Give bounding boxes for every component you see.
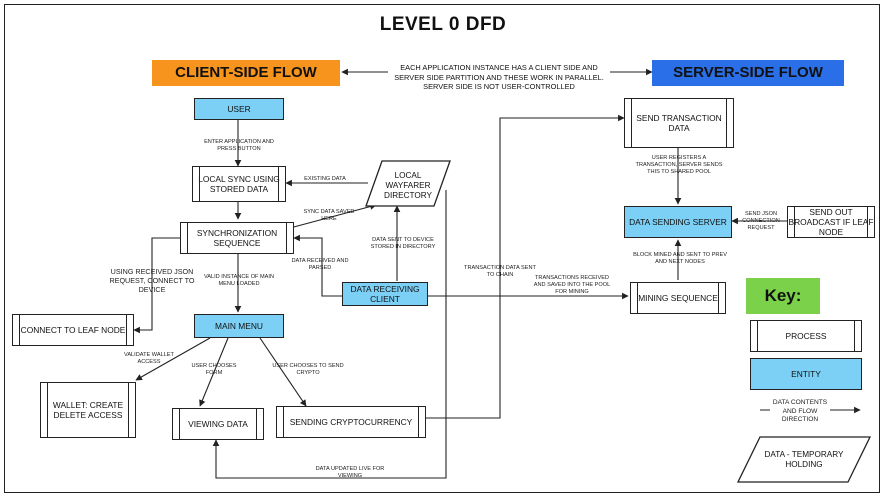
label-valid-instance: VALID INSTANCE OF MAIN MENU LOADED (203, 274, 275, 287)
label-json-request: USING RECEIVED JSON REQUEST, CONNECT TO … (109, 267, 195, 294)
flow-sync-saved (289, 203, 377, 229)
node-mining: MINING SEQUENCE (630, 282, 726, 314)
node-local-directory: LOCAL WAYFARER DIRECTORY (384, 171, 432, 200)
node-main-menu: MAIN MENU (194, 314, 284, 338)
label-data-updated: DATA UPDATED LIVE FOR VIEWING (315, 466, 385, 479)
node-data-sending: DATA SENDING SERVER (624, 206, 732, 238)
flow-chooses-send (259, 337, 307, 407)
label-send-json: SEND JSON CONNECTION REQUEST (742, 211, 780, 231)
label-user-registers: USER REGISTERS A TRANSACTION, SERVER SEN… (635, 155, 723, 175)
server-side-banner: SERVER-SIDE FLOW (652, 60, 844, 86)
key-process: PROCESS (750, 320, 862, 352)
node-sending-crypto: SENDING CRYPTOCURRENCY (276, 406, 426, 438)
node-wallet: WALLET: CREATE DELETE ACCESS (40, 382, 136, 438)
key-temp-shape (736, 436, 872, 483)
flow-received-parsed (293, 234, 342, 297)
node-send-transaction: SEND TRANSACTION DATA (624, 98, 734, 148)
label-tx-received: TRANSACTIONS RECEIVED AND SAVED INTO THE… (533, 275, 611, 295)
node-connect-leaf: CONNECT TO LEAF NODE (12, 314, 134, 346)
label-sent-device: DATA SENT TO DEVICE STORED IN DIRECTORY (370, 237, 436, 250)
flow-data-updated (212, 190, 447, 479)
label-sync-saved: SYNC DATA SAVED HERE (303, 209, 355, 222)
node-sync-sequence: SYNCHRONIZATION SEQUENCE (180, 222, 294, 254)
label-block-mined: BLOCK MINED AND SENT TO PREV AND NEXT NO… (633, 252, 727, 265)
local-dir-shape (365, 160, 451, 207)
label-chooses-form: USER CHOOSES FORM (191, 363, 237, 376)
partition-note: EACH APPLICATION INSTANCE HAS A CLIENT S… (394, 63, 604, 91)
label-tx-chain: TRANSACTION DATA SENT TO CHAIN (464, 265, 536, 278)
node-user: USER (194, 98, 284, 120)
node-local-sync: LOCAL SYNC USING STORED DATA (192, 166, 286, 202)
client-side-banner: CLIENT-SIDE FLOW (152, 60, 340, 86)
label-chooses-send: USER CHOOSES TO SEND CRYPTO (272, 363, 344, 376)
key-flow-label: DATA CONTENTS AND FLOW DIRECTION (770, 399, 830, 425)
key-entity: ENTITY (750, 358, 862, 390)
node-viewing-data: VIEWING DATA (172, 408, 264, 440)
node-broadcast: SEND OUT BROADCAST IF LEAF NODE (787, 206, 875, 238)
node-data-receiving: DATA RECEIVING CLIENT (342, 282, 428, 306)
flow-json-request (133, 237, 182, 334)
flow-tx-chain (426, 114, 625, 419)
server-side-label: SERVER-SIDE FLOW (673, 64, 823, 81)
label-enter-app: ENTER APPLICATION AND PRESS BUTTON (204, 139, 274, 152)
label-existing: EXISTING DATA (304, 176, 346, 182)
flow-chooses-form (199, 337, 229, 407)
client-side-label: CLIENT-SIDE FLOW (175, 64, 317, 81)
key-temp-label: DATA - TEMPORARY HOLDING (764, 450, 844, 469)
label-received-parsed: DATA RECEIVED AND PARSED (291, 258, 349, 271)
diagram-frame (4, 4, 880, 493)
key-title: Key: (746, 278, 820, 314)
label-validate-wallet: VALIDATE WALLET ACCESS (124, 352, 174, 365)
diagram-title: LEVEL 0 DFD (379, 14, 507, 35)
flow-validate-wallet (135, 337, 211, 381)
